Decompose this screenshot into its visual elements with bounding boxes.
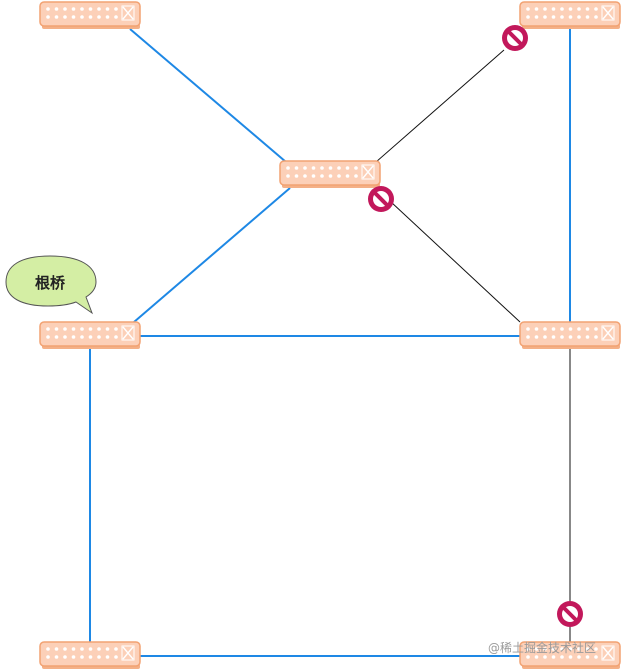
sw-bottom-right (519, 641, 621, 669)
switch-icon (39, 1, 141, 29)
sw-mid-right (519, 321, 621, 349)
blocked-ports-layer (368, 25, 583, 627)
switch-icon (519, 1, 621, 29)
blocked-port-icon (557, 601, 583, 627)
link-sw-center-to-sw-mid-right (375, 187, 521, 323)
links-layer (89, 28, 571, 657)
switch-icon (279, 160, 381, 188)
switch-icon (39, 321, 141, 349)
link-sw-center-to-sw-top-right (375, 49, 505, 163)
link-sw-top-left-to-sw-center (129, 28, 287, 163)
sw-center (279, 160, 381, 188)
blocked-port-icon (502, 25, 528, 51)
root-bridge-callout: 根桥 (5, 255, 97, 315)
sw-bottom-left (39, 641, 141, 669)
switch-icon (39, 641, 141, 669)
blocked-port-icon (368, 186, 394, 212)
callout-bubble (5, 255, 97, 315)
root-bridge-label: 根桥 (35, 274, 66, 292)
link-sw-center-to-sw-root (133, 187, 291, 323)
sw-top-left (39, 1, 141, 29)
sw-top-right (519, 1, 621, 29)
switch-icon (519, 321, 621, 349)
sw-root (39, 321, 141, 349)
switch-icon (519, 641, 621, 669)
switches-layer (39, 1, 621, 669)
watermark: @稀土掘金技术社区 (488, 640, 596, 655)
